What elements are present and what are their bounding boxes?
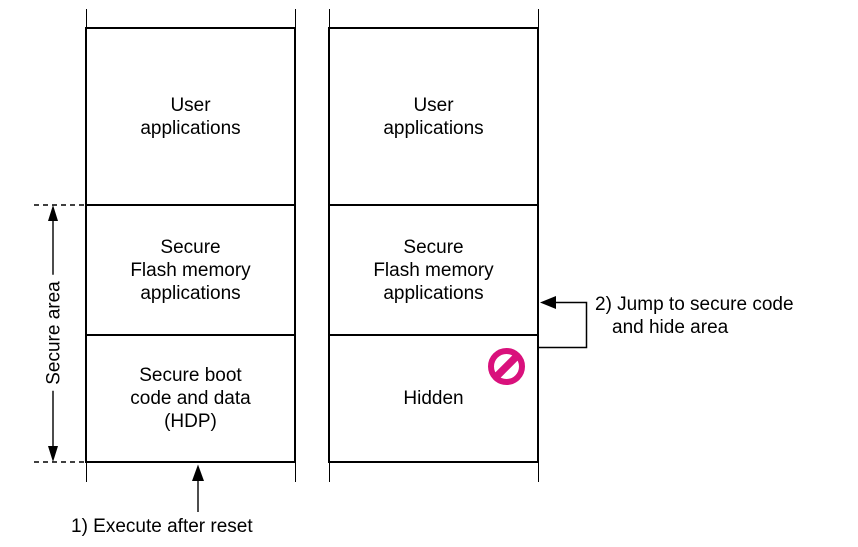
memory-extension-line	[294, 463, 296, 482]
memory-extension-line	[85, 9, 87, 27]
secure-area-label: Secure area	[42, 275, 66, 391]
step2-label-line1: 2) Jump to secure code	[595, 294, 794, 315]
block-secure-flash-applications: Secure Flash memory applications	[330, 204, 537, 334]
block-secure-flash-applications: Secure Flash memory applications	[87, 204, 294, 334]
step2-label-line2: and hide area	[612, 317, 729, 338]
block-label: Hidden	[403, 388, 464, 409]
block-label: User applications	[140, 94, 241, 139]
block-label: Secure Flash memory applications	[130, 236, 251, 304]
block-user-applications: User applications	[87, 29, 294, 204]
memory-column-secured: User applications Secure Flash memory ap…	[328, 27, 539, 463]
block-user-applications: User applications	[330, 29, 537, 204]
block-secure-boot-hdp: Secure boot code and data (HDP)	[87, 334, 294, 461]
memory-extension-line	[294, 9, 296, 27]
memory-extension-line	[537, 463, 539, 482]
step2-jump-label: 2) Jump to secure code and hide area	[595, 293, 794, 339]
memory-column-initial: User applications Secure Flash memory ap…	[85, 27, 296, 463]
block-label: User applications	[383, 94, 484, 139]
jump-connector-arrow	[539, 296, 588, 349]
block-label: Secure Flash memory applications	[373, 236, 494, 304]
block-label: Secure boot code and data (HDP)	[130, 365, 251, 432]
memory-extension-line	[537, 9, 539, 27]
memory-extension-line	[85, 463, 87, 482]
step1-execute-after-reset-label: 1) Execute after reset	[71, 516, 253, 537]
execute-after-reset-arrow	[192, 464, 204, 512]
block-hidden: Hidden	[330, 334, 537, 461]
memory-extension-line	[328, 9, 330, 27]
memory-extension-line	[328, 463, 330, 482]
